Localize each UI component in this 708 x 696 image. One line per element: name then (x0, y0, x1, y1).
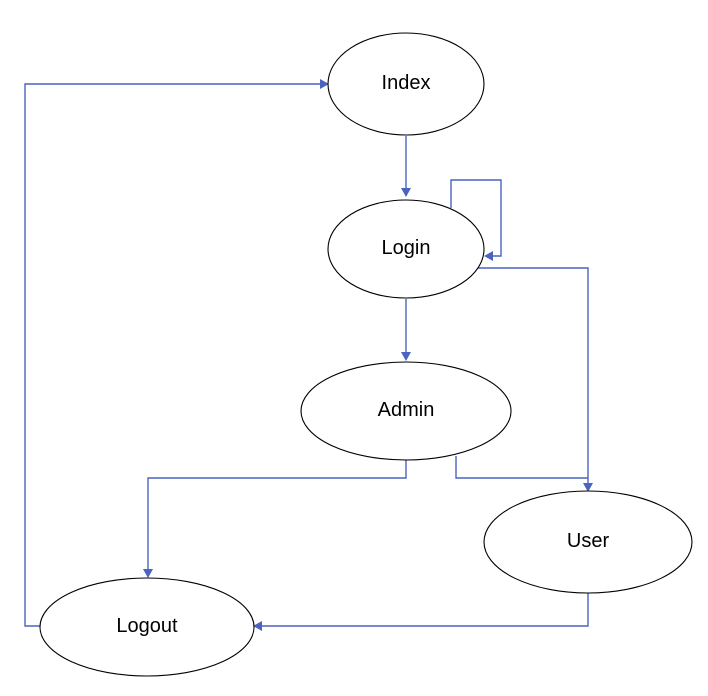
edge-admin-logout (143, 460, 407, 578)
node-user-label: User (567, 530, 610, 552)
node-index-label: Index (382, 72, 431, 94)
node-login-label: Login (382, 237, 431, 259)
edges (24, 79, 593, 631)
node-user: User (483, 490, 693, 594)
node-logout-label: Logout (116, 615, 178, 637)
node-login: Login (327, 199, 485, 299)
edge-index-login (401, 136, 411, 197)
edge-login-self-loop (450, 179, 502, 261)
edge-user-logout (253, 593, 589, 631)
node-admin: Admin (300, 361, 512, 461)
edge-admin-user (455, 456, 588, 479)
node-admin-label: Admin (378, 399, 435, 421)
edge-login-user (475, 267, 593, 492)
edge-logout-index (24, 79, 329, 627)
edge-login-admin (401, 299, 411, 361)
node-index: Index (327, 32, 485, 136)
node-logout: Logout (39, 577, 255, 677)
